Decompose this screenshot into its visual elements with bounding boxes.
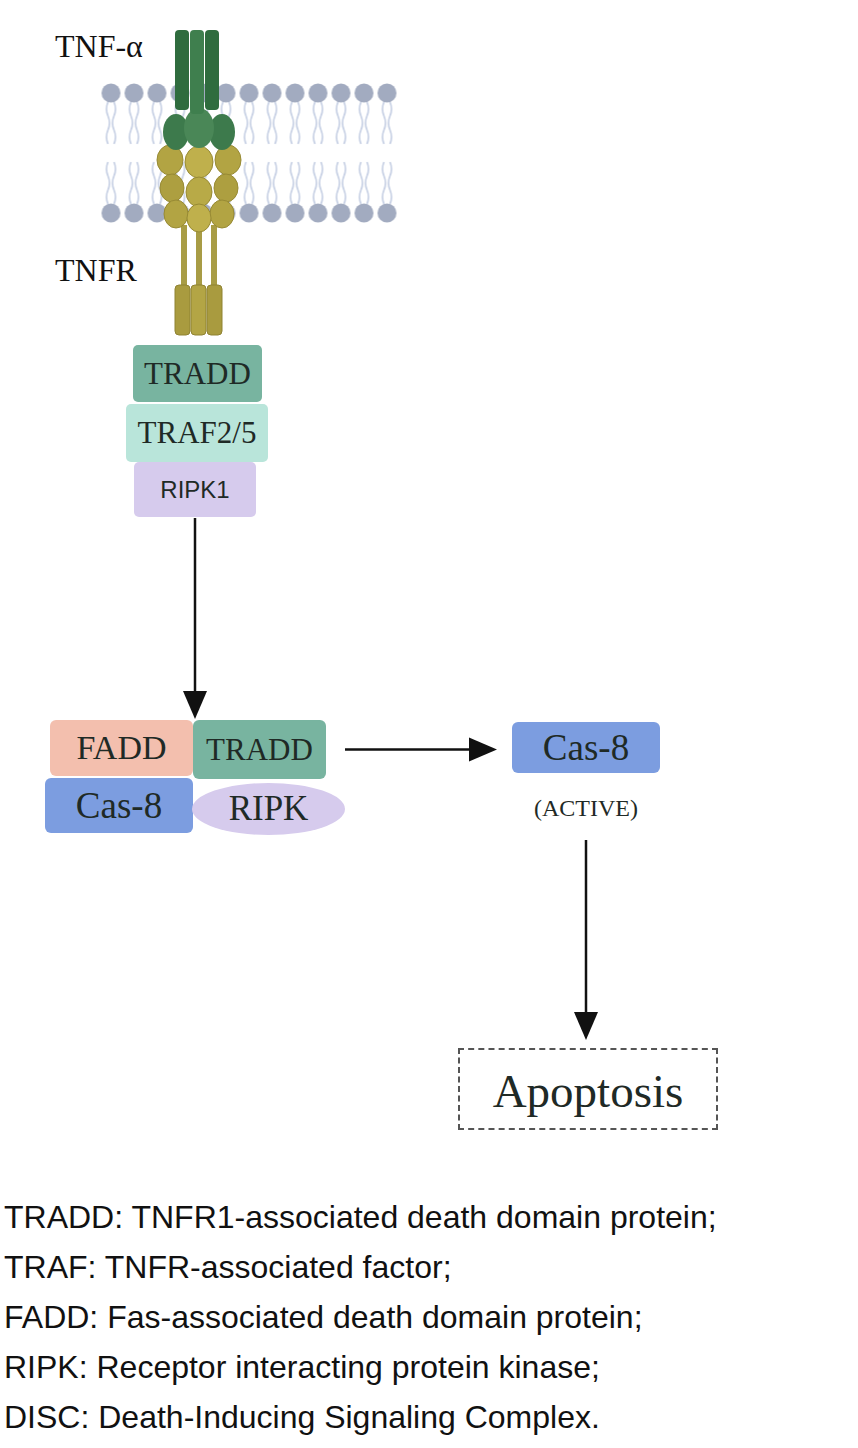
node-text: Cas-8 [512, 722, 660, 773]
node-text: RIPK [192, 783, 345, 835]
abbreviation-note: DISC: Death-Inducing Signaling Complex. [4, 1399, 600, 1436]
node-text: TRADD [133, 345, 262, 402]
protein-box: TRAF2/5 [126, 404, 268, 462]
node-text: FADD [50, 720, 193, 776]
protein-ellipse: RIPK [192, 783, 345, 835]
receptor-label: TNFR [55, 252, 137, 289]
active-caspase: Cas-8 (ACTIVE) [512, 722, 660, 826]
tnfr-receptor [157, 145, 241, 335]
arrow-connector [345, 738, 497, 762]
abbreviation-note: RIPK: Receptor interacting protein kinas… [4, 1349, 600, 1386]
lipid-bilayer [100, 80, 399, 226]
node-text: TRADD [193, 720, 326, 779]
tnf-alpha-trimer [163, 30, 235, 150]
node-text: Cas-8 [45, 778, 193, 833]
protein-box: FADD [50, 720, 193, 776]
caspase-box: Cas-8 [45, 778, 193, 833]
abbreviation-note: TRADD: TNFR1-associated death domain pro… [4, 1199, 717, 1236]
arrow-connector [574, 840, 598, 1040]
protein-box: TRADD [193, 720, 326, 779]
outcome-box: Apoptosis [458, 1048, 718, 1130]
node-text: Apoptosis [460, 1050, 716, 1132]
abbreviation-note: TRAF: TNFR-associated factor; [4, 1249, 452, 1286]
arrow-connector [183, 518, 207, 719]
protein-box: TRADD [133, 345, 262, 402]
node-text: TRAF2/5 [126, 404, 268, 462]
abbreviation-note: FADD: Fas-associated death domain protei… [4, 1299, 643, 1336]
ligand-label: TNF-α [55, 28, 143, 65]
node-text: (ACTIVE) [512, 792, 660, 824]
protein-box: RIPK1 [134, 462, 256, 517]
node-text: RIPK1 [134, 462, 256, 517]
